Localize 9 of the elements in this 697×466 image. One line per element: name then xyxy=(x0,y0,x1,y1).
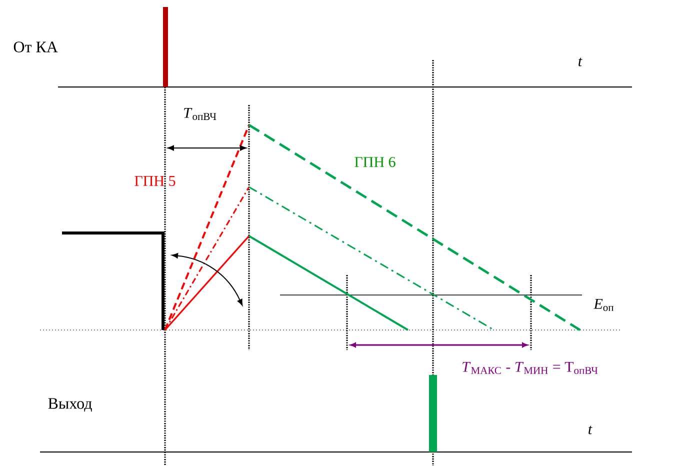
interval-label: T$_{опВЧ}$ xyxy=(184,108,216,120)
signal-label: Выход xyxy=(48,398,92,412)
curve-label: ГПН 5 xyxy=(134,176,176,186)
level-label: E$_{оп}$ xyxy=(594,298,614,312)
formula-label: T$_{МАКС}$ - T$_{МИН}$ = Т$_{опВЧ}$ xyxy=(462,362,598,374)
signal-label: От КА xyxy=(14,42,58,52)
axis-label: t xyxy=(588,426,592,434)
curve-label: ГПН 6 xyxy=(354,156,396,168)
axis-label: t xyxy=(578,58,582,66)
